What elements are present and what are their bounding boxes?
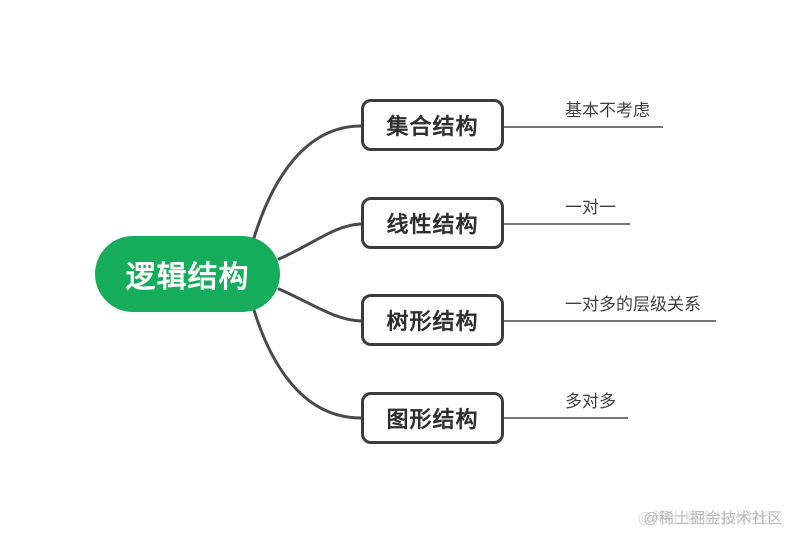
branch-connector-2 [277,222,363,261]
topic-label: 集合结构 [386,114,479,139]
topic-node-linear-structure[interactable]: 线性结构 [361,197,504,249]
topic-node-set-structure[interactable]: 集合结构 [361,99,504,151]
topic-node-tree-structure[interactable]: 树形结构 [361,294,504,346]
branch-connector-3 [277,287,363,323]
topic-node-graph-structure[interactable]: 图形结构 [361,392,504,444]
root-topic-label: 逻辑结构 [125,261,250,294]
branch-connector-1 [251,124,363,243]
note-label: 多对多 [565,392,616,411]
note-label: 一对一 [565,198,616,217]
root-topic-node[interactable]: 逻辑结构 [95,236,280,312]
topic-label: 图形结构 [386,407,479,432]
note-label: 基本不考虑 [565,101,650,120]
watermark-text: @稀土掘金技术社区 [643,510,783,527]
topic-label: 树形结构 [386,309,479,334]
note-node-linear[interactable]: 一对一 [565,197,616,219]
note-node-graph[interactable]: 多对多 [565,391,616,413]
note-label: 一对多的层级关系 [565,295,701,314]
note-node-tree[interactable]: 一对多的层级关系 [565,294,701,316]
topic-label: 线性结构 [386,212,479,237]
branch-connector-4 [251,305,363,420]
note-node-set[interactable]: 基本不考虑 [565,100,650,122]
